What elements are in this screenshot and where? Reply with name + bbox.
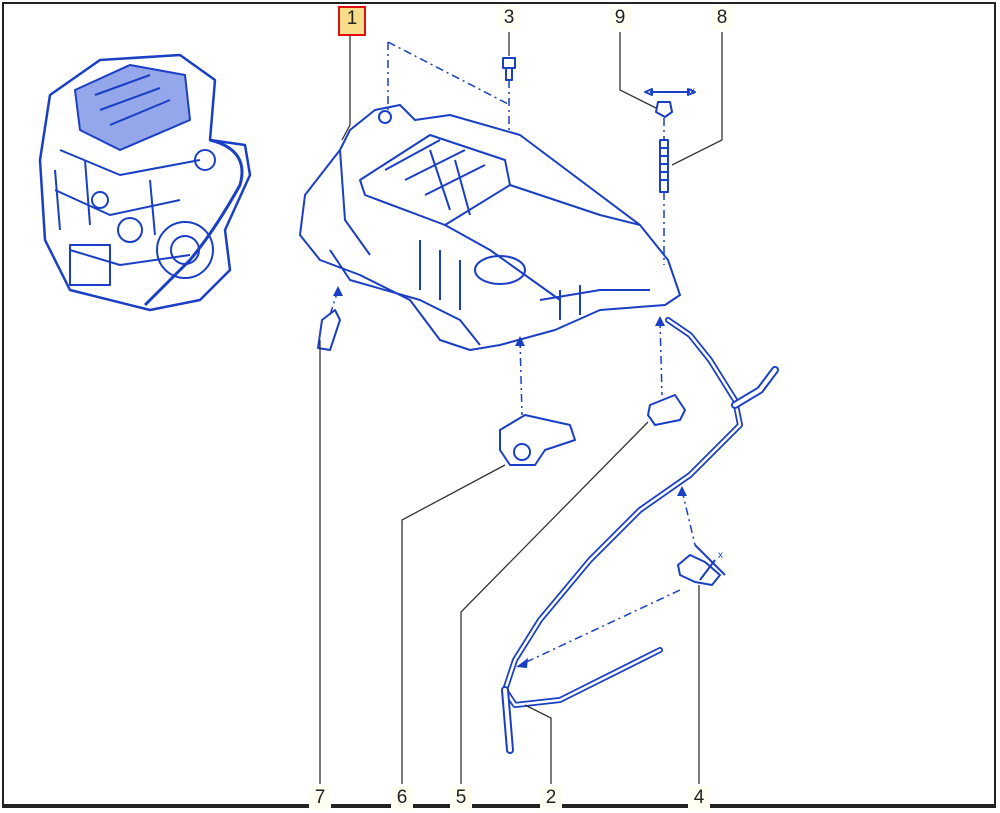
callout-5[interactable]: 5 bbox=[450, 786, 472, 810]
callout-2[interactable]: 2 bbox=[540, 786, 562, 810]
screw-part-3[interactable] bbox=[502, 57, 516, 81]
callout-7[interactable]: 7 bbox=[309, 786, 331, 810]
callout-leader-lines bbox=[319, 32, 723, 784]
engine-cover-part[interactable] bbox=[299, 104, 681, 351]
hose-part-2[interactable] bbox=[501, 317, 779, 754]
callout-4[interactable]: 4 bbox=[688, 786, 710, 810]
callout-3[interactable]: 3 bbox=[498, 6, 520, 30]
mount-part-5[interactable] bbox=[647, 394, 686, 426]
axis-marker-x: x bbox=[718, 550, 723, 561]
callout-6[interactable]: 6 bbox=[391, 786, 413, 810]
clip-part-7[interactable] bbox=[317, 309, 341, 351]
mount-part-6[interactable] bbox=[499, 414, 576, 466]
callout-9[interactable]: 9 bbox=[609, 6, 631, 30]
callout-8[interactable]: 8 bbox=[711, 6, 733, 30]
stud-part-8[interactable] bbox=[659, 139, 669, 193]
callout-1-selected[interactable]: 1 bbox=[338, 6, 366, 36]
clamp-part-4[interactable] bbox=[677, 544, 726, 586]
engine-overview-thumbnail bbox=[38, 53, 252, 312]
assembly-guide-lines bbox=[329, 41, 696, 666]
axis-marker-x: x bbox=[690, 86, 695, 97]
nut-part-9[interactable] bbox=[644, 88, 696, 118]
